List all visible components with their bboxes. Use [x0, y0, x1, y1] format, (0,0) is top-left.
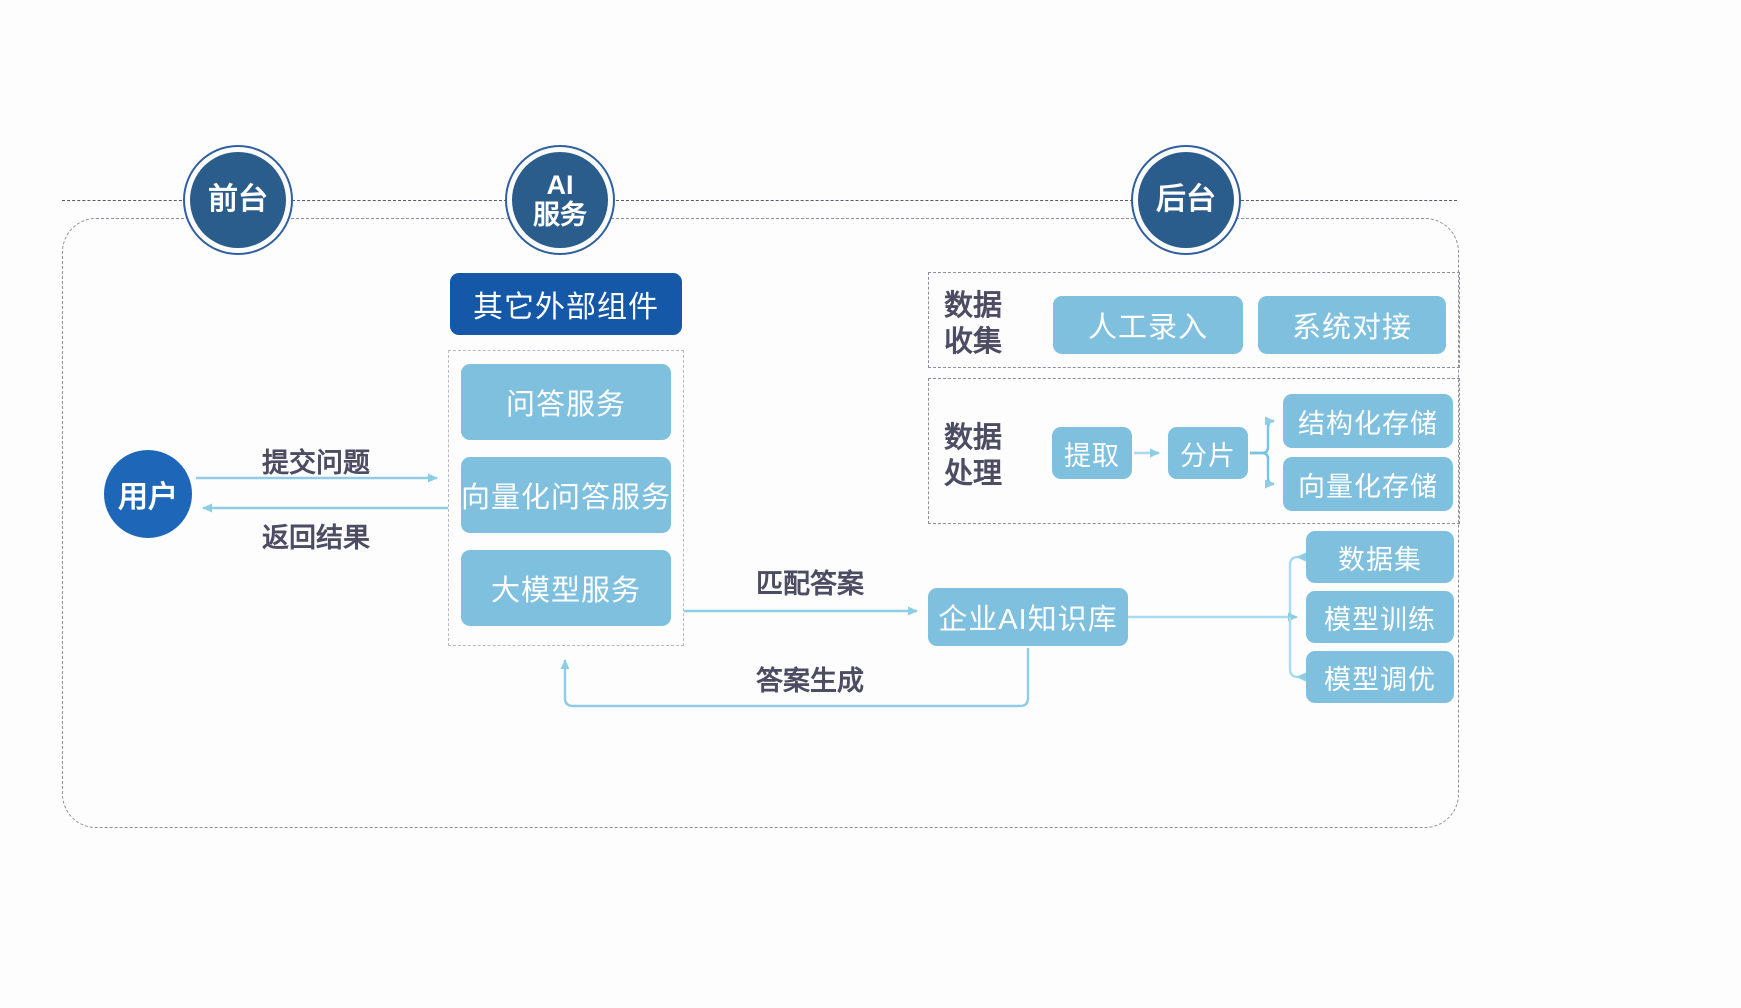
- zone-badge-ai-service[interactable]: AI 服务: [512, 152, 608, 248]
- data-processing-item-extract[interactable]: 提取: [1052, 427, 1132, 479]
- data-processing-item-chunk-label: 分片: [1180, 440, 1236, 471]
- data-processing-item-extract-label: 提取: [1064, 440, 1120, 471]
- data-processing-item-chunk[interactable]: 分片: [1168, 427, 1248, 479]
- model-output-2-label: 模型调优: [1324, 664, 1436, 695]
- data-processing-item-vector-store[interactable]: 向量化存储: [1283, 457, 1453, 511]
- data-collection-item-0[interactable]: 人工录入: [1053, 296, 1243, 354]
- data-collection-group-label: 数据 收集: [944, 288, 1054, 361]
- edge-label-generate: 答案生成: [756, 659, 864, 698]
- zone-badge-frontstage-label: 前台: [208, 183, 268, 217]
- edge-label-submit: 提交问题: [262, 441, 370, 480]
- model-output-0[interactable]: 数据集: [1306, 531, 1454, 583]
- edge-label-match-text: 匹配答案: [756, 569, 864, 599]
- zone-badge-ai-service-label-1: AI: [546, 169, 574, 200]
- data-collection-item-1[interactable]: 系统对接: [1258, 296, 1446, 354]
- ai-service-box-1[interactable]: 向量化问答服务: [461, 457, 671, 533]
- edge-label-generate-text: 答案生成: [756, 666, 864, 696]
- zone-badge-backstage[interactable]: 后台: [1138, 152, 1234, 248]
- model-output-2[interactable]: 模型调优: [1306, 651, 1454, 703]
- zone-divider-mid-2: [616, 200, 1133, 201]
- data-collection-group-label-2: 收集: [944, 326, 1003, 359]
- edge-label-response: 返回结果: [262, 516, 370, 555]
- zone-badge-ai-service-label-2: 服务: [533, 200, 587, 230]
- ai-service-box-2[interactable]: 大模型服务: [461, 550, 671, 626]
- data-collection-item-0-label: 人工录入: [1087, 312, 1208, 344]
- data-processing-item-structured-store[interactable]: 结构化存储: [1283, 394, 1453, 448]
- data-processing-group-label-2: 处理: [944, 458, 1003, 491]
- model-output-1[interactable]: 模型训练: [1306, 591, 1454, 643]
- data-processing-group-label: 数据 处理: [944, 420, 1054, 493]
- edge-label-submit-text: 提交问题: [262, 448, 370, 478]
- ai-service-box-1-label: 向量化问答服务: [461, 482, 672, 514]
- data-processing-group-label-1: 数据: [944, 422, 1003, 454]
- data-processing-item-vector-store-label: 向量化存储: [1298, 471, 1438, 502]
- zone-divider-left: [62, 200, 187, 201]
- edge-label-response-text: 返回结果: [262, 523, 370, 553]
- data-collection-item-1-label: 系统对接: [1291, 312, 1412, 344]
- external-component-label: 其它外部组件: [473, 291, 659, 324]
- user-node[interactable]: 用户: [104, 450, 192, 538]
- ai-service-box-0[interactable]: 问答服务: [461, 364, 671, 440]
- knowledge-base-label: 企业AI知识库: [938, 604, 1118, 636]
- data-processing-group: [928, 378, 1460, 524]
- zone-badge-frontstage[interactable]: 前台: [190, 152, 286, 248]
- data-processing-item-structured-store-label: 结构化存储: [1298, 408, 1438, 439]
- model-output-0-label: 数据集: [1338, 544, 1422, 575]
- data-collection-group-label-1: 数据: [944, 290, 1003, 322]
- model-output-1-label: 模型训练: [1324, 604, 1436, 635]
- ai-service-box-0-label: 问答服务: [505, 389, 626, 421]
- knowledge-base-box[interactable]: 企业AI知识库: [928, 588, 1128, 646]
- zone-divider-right: [1241, 200, 1457, 201]
- zone-badge-backstage-label: 后台: [1156, 183, 1216, 217]
- user-node-label: 用户: [118, 481, 178, 514]
- data-collection-group: [928, 272, 1460, 368]
- ai-service-box-2-label: 大模型服务: [490, 575, 641, 607]
- external-component-box[interactable]: 其它外部组件: [450, 273, 682, 335]
- zone-divider-mid-1: [292, 200, 507, 201]
- edge-label-match: 匹配答案: [756, 562, 864, 601]
- ai-services-group: [448, 350, 684, 646]
